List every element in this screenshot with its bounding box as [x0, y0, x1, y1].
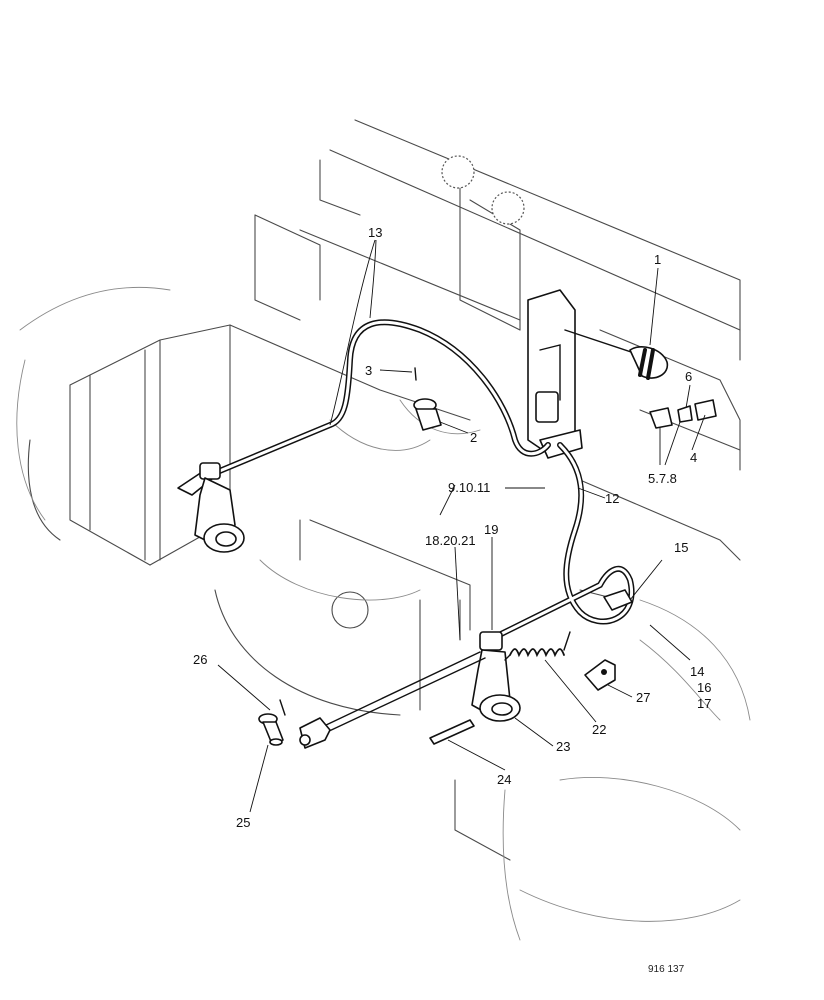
cable-13 — [207, 319, 551, 478]
clevis-fork-part — [299, 717, 331, 749]
clevis-pin-part — [258, 699, 286, 746]
callout-24: 24 — [497, 772, 511, 787]
lower-lever-assembly — [304, 631, 521, 741]
lever-handle-part — [564, 329, 669, 380]
callout-18-20-21: 18.20.21 — [425, 533, 476, 548]
callout-25: 25 — [236, 815, 250, 830]
hole-outline — [331, 591, 369, 629]
clip-parts-small — [649, 399, 717, 429]
callout-6: 6 — [685, 369, 692, 384]
spring-22-part — [504, 631, 571, 661]
pin-2-part — [413, 367, 442, 431]
knob-dotted-icons — [441, 155, 525, 225]
callout-17: 17 — [697, 696, 711, 711]
control-plate-part — [527, 289, 583, 459]
callout-2: 2 — [470, 430, 477, 445]
callout-labels: 1 2 3 4 5.7.8 6 9.10.11 12 13 14 15 16 1… — [193, 225, 711, 975]
callout-27: 27 — [636, 690, 650, 705]
callout-16: 16 — [697, 680, 711, 695]
callout-12: 12 — [605, 491, 619, 506]
callout-26: 26 — [193, 652, 207, 667]
callout-1: 1 — [654, 252, 661, 267]
cable-12 — [492, 442, 635, 640]
left-lever-bracket — [177, 462, 245, 553]
callout-13: 13 — [368, 225, 382, 240]
callout-22: 22 — [592, 722, 606, 737]
callout-23: 23 — [556, 739, 570, 754]
clip-15-part — [603, 589, 633, 611]
callout-14: 14 — [690, 664, 704, 679]
figure-code: 916 137 — [648, 964, 685, 975]
bracket-27-part — [584, 659, 616, 691]
callout-19: 19 — [484, 522, 498, 537]
pin-24-part — [429, 719, 475, 745]
tractor-body-outline — [16, 119, 751, 941]
callout-5-7-8: 5.7.8 — [648, 471, 677, 486]
leader-lines — [217, 239, 706, 813]
callout-9-10-11: 9.10.11 — [448, 480, 490, 495]
callout-3: 3 — [365, 363, 372, 378]
callout-15: 15 — [674, 540, 688, 555]
callout-4: 4 — [690, 450, 697, 465]
